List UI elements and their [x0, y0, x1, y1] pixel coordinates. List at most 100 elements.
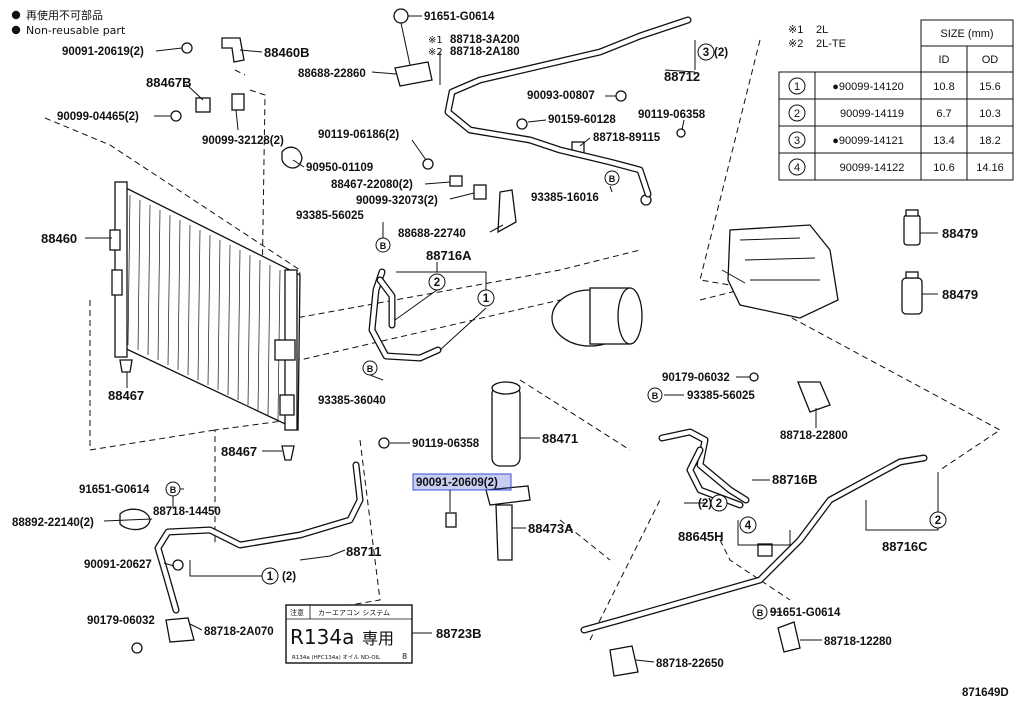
pipe-88716A [368, 268, 442, 362]
svg-text:B: B [757, 608, 764, 618]
part-label: 88718-3A200 [450, 34, 520, 46]
bullet-icon [11, 10, 21, 20]
part-label: 88467B [146, 75, 192, 90]
note-engine-2: 2L-TE [816, 38, 846, 50]
note-mark-1: ※1 [788, 24, 803, 36]
diagram-id: 871649D [962, 687, 1009, 699]
part-label: 90119-06358 [638, 109, 706, 121]
svg-text:4: 4 [794, 162, 800, 174]
part-label: 88892-22140(2) [12, 517, 94, 529]
svg-text:B: B [380, 241, 387, 251]
table-row: 1 ●90099-14120 10.8 15.6 [788, 77, 1001, 95]
part-label: 88711 [346, 544, 381, 559]
part-label: 88688-22860 [298, 68, 366, 80]
circle-b-marker: B [375, 237, 391, 253]
highlight-box [412, 473, 512, 491]
circle-b-marker: B [647, 387, 663, 403]
part-label: 88718-2A180 [450, 46, 520, 58]
part-label: 88645H [678, 529, 724, 544]
pipe-88711 [154, 461, 364, 614]
svg-text:1: 1 [794, 81, 800, 93]
circle-markers: B B B B B B 2 1 3 2 4 2 1 [165, 43, 947, 620]
part-label: 90099-04465(2) [57, 111, 139, 123]
part-label: 93385-56025 [687, 390, 755, 402]
note-mark-2: ※2 [788, 38, 803, 50]
part-label: 88718-14450 [153, 506, 221, 518]
svg-text:2: 2 [794, 108, 800, 120]
part-label: 88718-22800 [780, 430, 848, 442]
svg-text:10.6: 10.6 [933, 162, 954, 174]
svg-text:2: 2 [716, 498, 722, 510]
part-label: 88460B [264, 45, 310, 60]
part-label: 88716C [882, 539, 928, 554]
compressor [551, 224, 839, 347]
part-label: 93385-16016 [531, 192, 599, 204]
part-labels: 91651-G0614 ※1 88718-3A200 ※2 88718-2A18… [12, 11, 1009, 699]
svg-text:90099-14122: 90099-14122 [840, 162, 905, 174]
part-label: 88479 [942, 226, 978, 241]
leader-lines [85, 15, 939, 663]
circle-b-marker: B [752, 604, 768, 620]
part-label: 91651-G0614 [79, 484, 150, 496]
part-label: 88467 [221, 444, 257, 459]
pipe-88716C [580, 454, 928, 634]
svg-text:4: 4 [745, 520, 752, 532]
part-label: 88716A [426, 248, 472, 263]
circle-4-marker: 4 [739, 516, 757, 534]
svg-text:10.3: 10.3 [979, 108, 1000, 120]
legend: 再使用不可部品 Non-reusable part [11, 8, 126, 37]
svg-text:3: 3 [794, 135, 800, 147]
part-label: 90099-32128(2) [202, 135, 284, 147]
svg-text:18.2: 18.2 [979, 135, 1000, 147]
part-label: 91651-G0614 [770, 607, 841, 619]
table-header-od: OD [982, 54, 999, 66]
circle-1-marker: 1 [477, 289, 495, 307]
svg-text:専用: 専用 [362, 629, 394, 648]
svg-text:B: B [170, 485, 177, 495]
part-label: 90091-20627 [84, 559, 152, 571]
part-label: 90091-20619(2) [62, 46, 144, 58]
table-row: 4 90099-14122 10.6 14.16 [788, 158, 1004, 176]
part-label: 91651-G0614 [424, 11, 495, 23]
part-label: 90093-00807 [527, 90, 595, 102]
part-label: 88718-89115 [593, 132, 661, 144]
svg-text:B: B [609, 174, 616, 184]
part-label: 90159-60128 [548, 114, 616, 126]
part-ref: (2) [282, 571, 296, 583]
svg-text:※2: ※2 [428, 47, 443, 58]
svg-text:B: B [652, 391, 659, 401]
svg-text:カーエアコン システム: カーエアコン システム [318, 609, 390, 617]
legend-en: Non-reusable part [26, 24, 126, 37]
part-label: 90119-06186(2) [318, 129, 399, 141]
part-label: 88460 [41, 231, 77, 246]
condenser [109, 181, 301, 432]
part-label: 88473A [528, 521, 574, 536]
svg-text:B: B [367, 364, 374, 374]
part-label: 90119-06358 [412, 438, 480, 450]
note-engine-1: 2L [816, 24, 828, 36]
table-row: 2 90099-14119 6.7 10.3 [788, 104, 1001, 122]
svg-text:●90099-14120: ●90099-14120 [832, 81, 903, 93]
part-label: 90950-01109 [306, 162, 373, 174]
table-row: 3 ●90099-14121 13.4 18.2 [788, 131, 1001, 149]
svg-text:14.16: 14.16 [976, 162, 1004, 174]
circle-2-marker: 2 [710, 494, 728, 512]
part-label: 88467-22080(2) [331, 179, 413, 191]
part-label: 88471 [542, 431, 578, 446]
part-ref: (2) [698, 498, 712, 510]
bullet-icon [11, 25, 21, 35]
svg-text:2: 2 [935, 515, 941, 527]
circle-1-marker: 1 [261, 567, 279, 585]
circle-2-marker: 2 [428, 273, 446, 291]
part-label: 88467 [108, 388, 144, 403]
part-label-highlighted: 90091-20609(2) [416, 477, 498, 489]
part-label: 93385-36040 [318, 395, 386, 407]
circle-2-marker: 2 [929, 511, 947, 529]
part-label: 88723B [436, 626, 482, 641]
svg-text:8: 8 [402, 652, 407, 661]
part-label: 88718-22650 [656, 658, 724, 670]
part-label: 88716B [772, 472, 818, 487]
refrigerant-label-sticker: 注意 カーエアコン システム R134a 専用 R134a (HFC134a) … [285, 604, 413, 664]
part-label: 88688-22740 [398, 228, 466, 240]
